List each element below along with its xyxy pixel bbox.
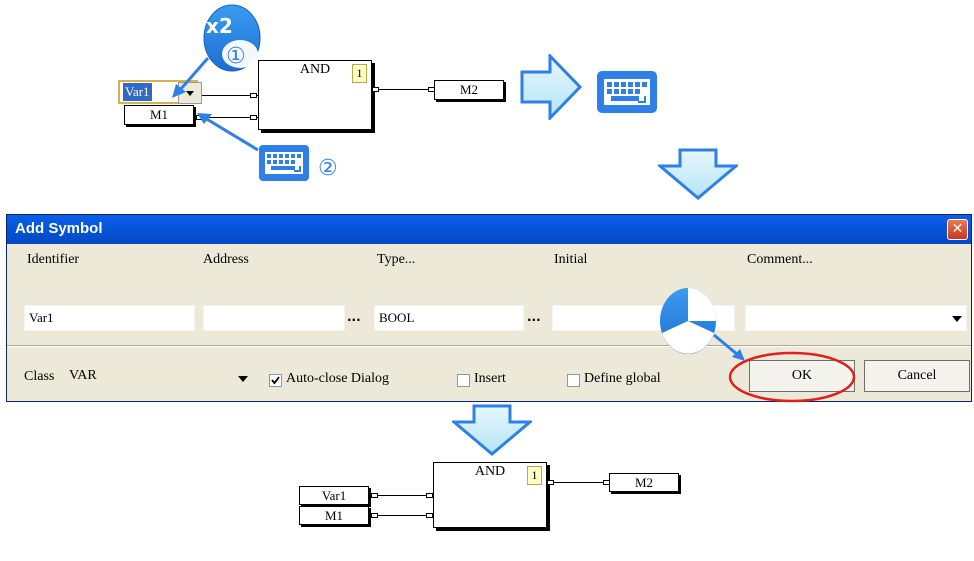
initial-header: Initial bbox=[554, 252, 588, 267]
keyboard-icon-right bbox=[597, 71, 657, 113]
arrow-right-icon bbox=[520, 54, 582, 120]
m2-output-top[interactable]: M2 bbox=[434, 80, 504, 100]
m1-input-bottom[interactable]: M1 bbox=[299, 506, 369, 525]
double-click-badge: x2 bbox=[206, 14, 233, 38]
comment-field[interactable] bbox=[745, 305, 967, 331]
cancel-button[interactable]: Cancel bbox=[864, 360, 970, 392]
arrow-down-icon bbox=[658, 148, 738, 200]
close-button[interactable]: ✕ bbox=[947, 219, 968, 240]
dropdown-arrow-icon bbox=[186, 91, 194, 96]
mouse-icon bbox=[203, 4, 261, 72]
pin-in2-bottom bbox=[426, 513, 433, 518]
dialog-separator bbox=[7, 345, 971, 347]
keyboard-icon bbox=[259, 145, 309, 181]
define-global-label[interactable]: Define global bbox=[584, 371, 661, 386]
identifier-header: Identifier bbox=[27, 252, 80, 267]
identifier-field[interactable]: Var1 bbox=[24, 305, 195, 331]
auto-close-label[interactable]: Auto-close Dialog bbox=[286, 371, 390, 386]
pointer-arrow-icon bbox=[172, 57, 259, 152]
wire-m1-top bbox=[196, 117, 258, 118]
mouse-click-icon bbox=[660, 288, 745, 361]
class-select[interactable]: VAR bbox=[69, 368, 97, 383]
pin-in2-top bbox=[250, 115, 257, 120]
and-block-top[interactable]: AND 1 bbox=[258, 60, 372, 130]
top-diagram: Var1 M1 AND 1 M2 x2 ① bbox=[0, 0, 974, 200]
and-block-bottom[interactable]: AND 1 bbox=[433, 462, 547, 528]
ok-highlight-ring bbox=[728, 351, 856, 403]
step-2-marker: ② bbox=[318, 156, 338, 181]
ok-button[interactable]: OK bbox=[749, 360, 855, 392]
type-header[interactable]: Type... bbox=[377, 252, 416, 267]
pin-in1-top bbox=[250, 93, 257, 98]
address-browse-button[interactable]: ... bbox=[347, 310, 361, 324]
address-field[interactable] bbox=[203, 305, 345, 331]
bottom-diagram: Var1 M1 AND 1 M2 bbox=[0, 400, 974, 561]
m1-input-top[interactable]: M1 bbox=[124, 105, 194, 125]
m2-output-bottom[interactable]: M2 bbox=[609, 473, 679, 492]
arrow-down-icon-bottom bbox=[452, 404, 532, 456]
checkmark-icon bbox=[271, 376, 280, 385]
define-global-checkbox[interactable] bbox=[567, 374, 580, 387]
type-browse-button[interactable]: ... bbox=[527, 310, 541, 324]
wire-var1-top bbox=[202, 95, 258, 96]
wire-out-top bbox=[378, 89, 430, 90]
auto-close-checkbox[interactable] bbox=[269, 374, 282, 387]
type-field[interactable]: BOOL bbox=[374, 305, 524, 331]
insert-label[interactable]: Insert bbox=[474, 371, 506, 386]
insert-checkbox[interactable] bbox=[457, 374, 470, 387]
var1-input-text: Var1 bbox=[123, 83, 152, 101]
wire-out-bottom bbox=[553, 482, 605, 483]
wire-m1-bottom bbox=[377, 515, 433, 516]
address-header: Address bbox=[203, 252, 249, 267]
and-block-title-top: AND bbox=[299, 62, 331, 77]
block-number-top: 1 bbox=[352, 64, 367, 83]
wire-var1-bottom bbox=[377, 495, 433, 496]
add-symbol-dialog: Add Symbol ✕ Identifier Address Type... … bbox=[6, 214, 972, 403]
dialog-title: Add Symbol bbox=[15, 220, 103, 237]
pin-in1-bottom bbox=[426, 493, 433, 498]
and-block-title-bottom: AND bbox=[474, 464, 506, 479]
dialog-titlebar[interactable]: Add Symbol ✕ bbox=[7, 215, 971, 244]
comment-header[interactable]: Comment... bbox=[747, 252, 813, 267]
class-label: Class bbox=[24, 369, 55, 384]
block-number-bottom: 1 bbox=[527, 466, 542, 485]
step-1-marker: ① bbox=[226, 44, 246, 69]
var1-input-bottom[interactable]: Var1 bbox=[299, 486, 369, 505]
comment-dropdown-arrow-icon[interactable] bbox=[949, 312, 965, 326]
class-dropdown-arrow-icon[interactable] bbox=[235, 372, 251, 386]
